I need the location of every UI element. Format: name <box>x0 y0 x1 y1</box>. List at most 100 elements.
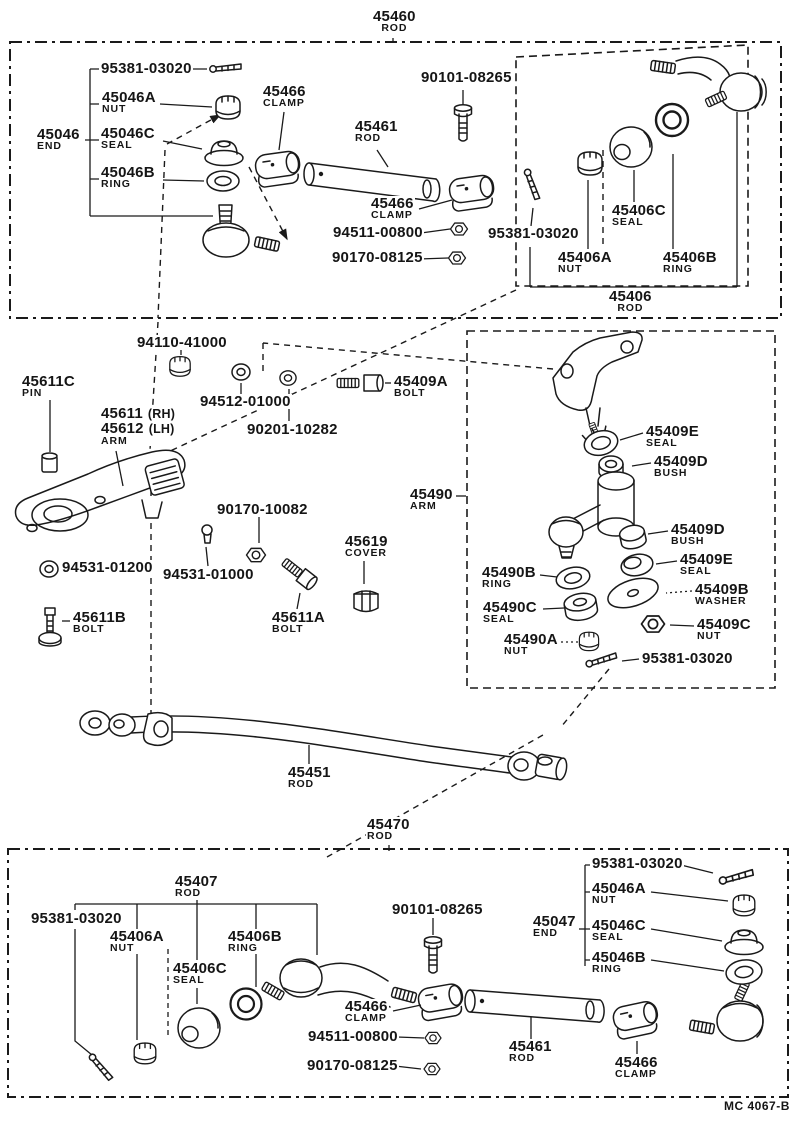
washer-art <box>279 370 297 386</box>
label-94511-bot: 94511-00800 <box>307 1029 399 1045</box>
cotter-pin-art <box>87 1051 114 1083</box>
part-subname: RING <box>228 942 258 955</box>
part-number: 45451 <box>288 764 331 781</box>
part-subname: ROD <box>509 1052 536 1065</box>
pitman-arm-art <box>14 449 186 533</box>
box-rod-45406 <box>515 44 749 287</box>
nut-art <box>424 1031 442 1045</box>
seal-45409e2-art <box>620 553 654 577</box>
part-subname: SEAL <box>101 139 133 152</box>
part-subname: CLAMP <box>345 1012 387 1025</box>
part-subname: RING <box>482 578 512 591</box>
part-number: 45406C <box>612 202 666 219</box>
part-number: 45490 <box>410 486 453 503</box>
part-number: 94110-41000 <box>137 334 227 351</box>
part-number: 45470 <box>367 816 410 833</box>
part-number: 45611(RH) <box>101 405 176 422</box>
bolt-45611b-art <box>38 607 62 647</box>
seal-art <box>204 140 244 167</box>
part-number: 45046 <box>37 126 80 143</box>
nut-art <box>640 615 666 633</box>
part-artwork <box>14 56 767 1083</box>
part-number: 45409E <box>680 551 733 568</box>
part-subname: BOLT <box>394 387 426 400</box>
part-number: 45406B <box>663 249 717 266</box>
label-45611-45612: 45611(RH)45612(LH)ARM <box>100 405 177 447</box>
bush-45409d2-art <box>618 524 647 550</box>
part-subname: CLAMP <box>263 97 305 110</box>
label-94531-01000: 94531-01000 <box>162 567 255 583</box>
drag-link-art <box>79 710 568 781</box>
part-subname: END <box>37 140 62 153</box>
part-number: 45409A <box>394 373 448 390</box>
part-subname: ROD <box>355 132 382 145</box>
part-number: 45409D <box>671 521 725 538</box>
part-number: 45466 <box>615 1054 658 1071</box>
part-subname: ROD <box>367 830 394 843</box>
seal-45406c-art <box>609 126 653 168</box>
ring-45406b-bot-art <box>229 987 263 1021</box>
part-subname: SEAL <box>592 931 624 944</box>
leader-lines <box>49 38 738 1070</box>
castle-nut-art <box>133 1042 157 1065</box>
castle-nut-art <box>577 151 603 176</box>
rod-45461-bot-art <box>464 989 605 1023</box>
part-subname: SEAL <box>173 974 205 987</box>
ring-art <box>206 170 240 192</box>
label-90170-08125-bot: 90170-08125 <box>306 1058 399 1074</box>
label-95381-03020-top: 95381-03020 <box>100 61 193 77</box>
cotter-pin-art <box>717 868 755 886</box>
label-90170-10082: 90170-10082 <box>216 502 309 518</box>
part-subname: END <box>533 927 558 940</box>
part-number: 45409C <box>697 616 751 633</box>
part-subname: CLAMP <box>371 209 413 222</box>
clamp-art <box>447 173 497 213</box>
seal-45490c-art <box>563 592 599 622</box>
part-number: 45406C <box>173 960 227 977</box>
label-95381-botright: 95381-03020 <box>591 856 684 872</box>
label-94511-top: 94511-00800 <box>332 224 424 241</box>
label-94110: 94110-41000 <box>136 334 228 351</box>
part-number: 45046A <box>102 89 156 106</box>
part-subname: WASHER <box>695 595 747 608</box>
part-subname: BUSH <box>671 535 705 548</box>
part-subname: RING <box>101 178 131 191</box>
castle-nut-art <box>578 631 600 652</box>
seal-45409e-art <box>581 425 619 457</box>
part-number: 45406B <box>228 928 282 945</box>
castle-nut-art <box>732 894 756 917</box>
part-side-indicator: (RH) <box>147 407 176 421</box>
cover-45619-art <box>353 590 379 613</box>
nut-art <box>245 547 267 563</box>
figure-code: MC 4067-B <box>724 1099 790 1113</box>
label-90201: 90201-10282 <box>246 422 339 438</box>
part-number: 45409B <box>695 581 749 598</box>
seal-45406c-bot-art <box>177 1007 221 1049</box>
label-95381-topright: 95381-03020 <box>487 226 580 242</box>
part-number: 45611B <box>73 609 126 626</box>
part-subname: ARM <box>410 500 437 513</box>
part-subname: BOLT <box>73 623 105 636</box>
label-94531-01200: 94531-01200 <box>61 560 154 576</box>
box-rod-45470 <box>7 848 789 1098</box>
castle-nut-art <box>215 95 241 120</box>
part-number: 45406 <box>609 288 652 305</box>
part-number: 45046A <box>592 880 646 897</box>
part-number: 94511-00800 <box>333 224 423 241</box>
part-number: 95381-03020 <box>642 650 733 667</box>
